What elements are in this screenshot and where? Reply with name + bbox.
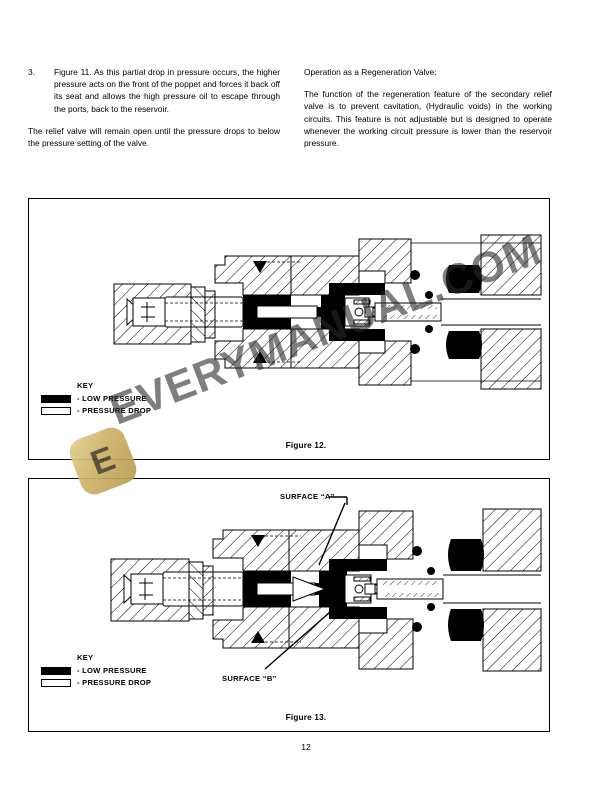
callout-surface-a: SURFACE “A” — [280, 492, 335, 501]
page-number: 12 — [301, 742, 311, 752]
figure-13-key: KEY - LOW PRESSURE - PRESSURE DROP — [41, 653, 151, 688]
pressure-drop-swatch — [41, 678, 71, 687]
pressure-drop-swatch — [41, 406, 71, 415]
figure-13-technical-drawing — [110, 496, 542, 672]
figure-12-frame: KEY - LOW PRESSURE - PRESSURE DROP — [28, 198, 550, 460]
body-text-area: 3. Figure 11. As this partial drop in pr… — [28, 66, 552, 149]
key-entry-label: - PRESSURE DROP — [77, 678, 152, 687]
key-entry-low-pressure: - LOW PRESSURE — [41, 665, 151, 676]
figure-12-technical-drawing — [113, 234, 542, 390]
surface-a-leader-line — [318, 496, 348, 566]
list-item-text: Figure 11. As this partial drop in press… — [54, 67, 280, 114]
right-column-paragraph: The function of the regeneration feature… — [304, 89, 552, 149]
figure-13-caption: Figure 13. — [285, 713, 327, 722]
right-column-heading: Operation as a Regeneration Valve: — [304, 67, 437, 77]
key-title: KEY — [77, 653, 94, 662]
figure-12-key: KEY - LOW PRESSURE - PRESSURE DROP — [41, 381, 151, 416]
key-entry-label: - LOW PRESSURE — [77, 394, 147, 403]
right-text-column: Operation as a Regeneration Valve: The f… — [304, 66, 552, 149]
figure-12-caption: Figure 12. — [285, 441, 327, 450]
key-entry-label: - LOW PRESSURE — [77, 666, 147, 675]
numbered-list-item: 3. Figure 11. As this partial drop in pr… — [28, 66, 280, 115]
low-pressure-swatch — [41, 666, 71, 675]
key-entry-pressure-drop: - PRESSURE DROP — [41, 405, 151, 416]
key-title: KEY — [77, 381, 94, 390]
left-text-column: 3. Figure 11. As this partial drop in pr… — [28, 66, 280, 149]
figure-13-frame: KEY - LOW PRESSURE - PRESSURE DROP — [28, 478, 550, 732]
key-entry-pressure-drop: - PRESSURE DROP — [41, 677, 151, 688]
callout-surface-b: SURFACE “B” — [222, 674, 277, 683]
surface-b-leader-line — [264, 612, 330, 670]
key-entry-low-pressure: - LOW PRESSURE — [41, 393, 151, 404]
key-entry-label: - PRESSURE DROP — [77, 406, 152, 415]
low-pressure-swatch — [41, 394, 71, 403]
left-column-paragraph: The relief valve will remain open until … — [28, 125, 280, 149]
list-item-number: 3. — [28, 67, 35, 77]
